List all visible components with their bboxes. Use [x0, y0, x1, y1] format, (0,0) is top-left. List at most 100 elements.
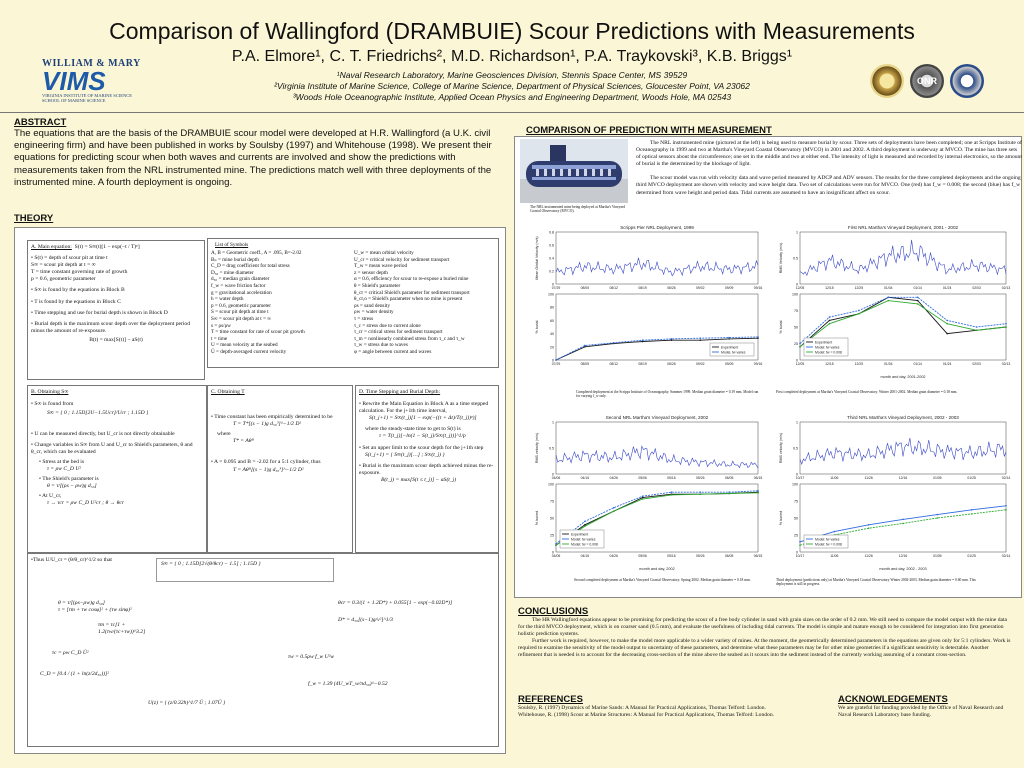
- chart-title: Third NRL Martha's Vineyard Deployment, …: [847, 415, 959, 420]
- x-tick-label-top: 02/03: [972, 286, 981, 290]
- y-tick-label-bottom: 0: [552, 551, 554, 555]
- vims-logo-sub-2: SCHOOL OF MARINE SCIENCE: [42, 98, 106, 103]
- x-tick-label-top: 01/25: [967, 476, 976, 480]
- x-tick-label-bottom: 08/12: [609, 362, 618, 366]
- x-tick-label-top: 01/24: [943, 286, 952, 290]
- top-panel-frame: [799, 421, 1007, 475]
- y-tick-label-bottom: 80: [550, 306, 554, 310]
- burial-data-point: [902, 522, 904, 525]
- symbol-item: C_D = drag coefficient for total stress: [211, 263, 290, 270]
- x-tick-label-top: 01/04: [884, 286, 893, 290]
- symbol-item: U_w = mean orbital velocity: [354, 250, 414, 256]
- x-tick-label-bottom: 06/05: [725, 554, 734, 558]
- abstract-heading: ABSTRACT: [14, 117, 67, 128]
- burial-data-point: [757, 337, 759, 340]
- x-tick-label-bottom: 12/16: [899, 554, 908, 558]
- block-d-time-stepping: D. Time Stepping and Burial Depth: • Rew…: [355, 385, 499, 553]
- symbol-item: A, B = Geometric coeff., A = .095, B=-2.…: [211, 250, 302, 256]
- burial-data-point: [799, 342, 801, 345]
- symbol-item: ρs = sand density: [354, 302, 390, 309]
- steady-state-equation: τ = T(t_j)[−ln(1 − S(t_j)/S∞(t_j))]^1/p: [379, 433, 466, 440]
- y-axis-label-top: RMS velocity (m/s): [535, 433, 539, 463]
- burial-data-point: [728, 491, 730, 493]
- sponsor-logos: ONR: [870, 62, 986, 100]
- y-tick-label-top: 0: [796, 473, 798, 477]
- top-panel-frame: [555, 231, 759, 285]
- burial-series-line: [799, 296, 1007, 344]
- burial-data-point: [757, 492, 759, 494]
- block-a-main-equation: A. Main equation: S(t) = S∞(t)[1 − exp(−…: [27, 240, 205, 380]
- burial-data-point: [887, 299, 890, 302]
- burial-data-point: [867, 524, 870, 526]
- burial-data-point: [728, 338, 730, 340]
- y-axis-label-bottom: % burial: [535, 320, 539, 333]
- burial-data-point: [867, 527, 870, 529]
- affiliation-1: ¹Naval Research Laboratory, Marine Geosc…: [336, 70, 688, 80]
- x-tick-label-top: 12/15: [825, 286, 834, 290]
- references-list: Soulsby, R. (1997) Dynamics of Marine Sa…: [518, 705, 818, 719]
- y-tick-label-top: 1: [796, 231, 798, 235]
- y-tick-label-top: 0.5: [793, 257, 798, 261]
- affiliation-2: ²Virginia Institute of Marine Science, C…: [274, 81, 750, 91]
- x-tick-label-bottom: 06/15: [754, 554, 763, 558]
- x-tick-label-top: 12/05: [796, 286, 805, 290]
- block-c-line: • A = 0.095 and B = -2.02 for a 5:1 cyli…: [211, 459, 321, 466]
- x-tick-label-bottom: 01/25: [967, 554, 976, 558]
- block-b-line: • Change variables in S∞ from U and U_cr…: [31, 442, 193, 456]
- burial-data-point: [641, 496, 644, 499]
- symbol-item: Bₚ = mine burial depth: [211, 256, 259, 263]
- burial-data-point: [728, 492, 730, 495]
- symbol-item: T_w = mean wave period: [354, 263, 408, 270]
- x-tick-label-bottom: 04/26: [609, 554, 618, 558]
- x-tick-label-bottom: 08/05: [581, 362, 590, 366]
- symbol-item: θ_cr,o = Shield's parameter when no mine…: [354, 296, 463, 303]
- block-b-line: •Thus U/U_cr = (θ/θ_cr)^1/2 so that: [31, 557, 112, 563]
- burial-data-point: [887, 296, 890, 299]
- x-tick-label-bottom: 02/03: [972, 362, 981, 366]
- burial-data-point: [946, 319, 948, 322]
- block-a-line: • S(t) = depth of scour pit at time t: [31, 255, 108, 262]
- y-tick-label-bottom: 50: [794, 517, 798, 521]
- x-tick-label-bottom: 01/24: [943, 362, 952, 366]
- legend-entry: Model: fw = 0.008: [815, 350, 842, 354]
- comparison-heading: COMPARISON OF PREDICTION WITH MEASUREMEN…: [526, 125, 772, 136]
- y-tick-label-bottom: 0: [796, 551, 798, 555]
- x-tick-label-bottom: 05/16: [667, 554, 676, 558]
- block-d-line: where the steady-state time to get to S(…: [365, 426, 461, 433]
- y-tick-label-bottom: 0: [796, 359, 798, 363]
- burial-data-point: [699, 337, 702, 340]
- affiliation-3: ³Woods Hole Oceanographic Institute, App…: [292, 92, 732, 102]
- x-tick-label-top: 05/26: [696, 476, 705, 480]
- y-tick-label-top: 0: [552, 473, 554, 477]
- symbol-item: θ = Shield's parameter: [354, 282, 401, 289]
- block-a-label: A. Main equation:: [31, 244, 72, 250]
- y-axis-label-bottom: % buried: [779, 511, 783, 525]
- symbol-item: t = time: [211, 335, 228, 342]
- burial-data-point: [555, 359, 557, 361]
- x-tick-label-bottom: 11/06: [830, 554, 838, 558]
- x-tick-label-top: 09/09: [725, 286, 734, 290]
- burial-data-point: [1005, 326, 1007, 328]
- block-a-line: • Time stepping and use for burial depth…: [31, 309, 168, 316]
- y-tick-label-bottom: 20: [550, 345, 554, 349]
- symbol-item: T = time constant for rate of scour pit …: [211, 329, 305, 336]
- burial-data-point: [833, 530, 836, 533]
- theta-chain-equations: θ = τ/[(ρs−ρw)g d₅₀] τ = [τm + τw cosφ]²…: [40, 600, 146, 678]
- burial-data-point: [728, 336, 730, 339]
- x-tick-label-bottom: 10/17: [796, 554, 805, 558]
- y-tick-label-top: 0: [552, 283, 554, 287]
- block-b-label: B. Obtaining S∞: [31, 389, 69, 395]
- legend-entry: Model: fw varies: [815, 537, 840, 541]
- symbol-item: φ = angle between current and waves: [354, 348, 432, 355]
- critical-stress-equation: τ → τcr = ρw C_D U²cr ; θ → θcr: [47, 500, 124, 507]
- x-tick-label-top: 08/05: [581, 286, 590, 290]
- y-tick-label-bottom: 75: [794, 500, 798, 504]
- onr-logo-icon: ONR: [910, 64, 944, 98]
- block-c-line: • Time constant has been empirically det…: [211, 414, 333, 421]
- x-tick-label-top: 09/16: [754, 286, 763, 290]
- burial-data-point: [641, 495, 644, 498]
- x-tick-label-top: 12/25: [855, 286, 864, 290]
- symbol-item: U_cr = critical velocity for sediment tr…: [354, 256, 450, 263]
- y-tick-label-top: 0.4: [549, 257, 554, 261]
